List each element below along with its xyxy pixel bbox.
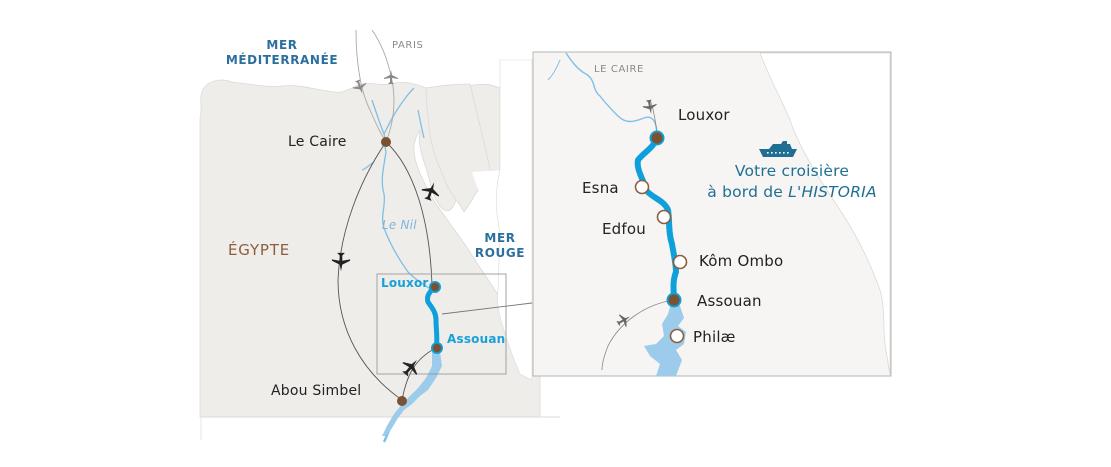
stop-label-philae: Philæ — [693, 328, 736, 346]
city-label-abu-simbel: Abou Simbel — [271, 383, 362, 399]
stop-label-esna: Esna — [582, 179, 619, 197]
city-label-luxor-main: Louxor — [381, 276, 429, 290]
airplane-icon — [352, 79, 367, 94]
cruise-caption: Votre croisière à bord de L'HISTORIA — [692, 161, 892, 203]
inset-cairo-label: LE CAIRE — [594, 64, 644, 75]
stop-label-luxor: Louxor — [678, 106, 730, 124]
inset-locator-box — [376, 273, 507, 375]
airplane-icon — [331, 252, 351, 272]
inset-connector-line — [441, 302, 533, 315]
stop-label-kom-ombo: Kôm Ombo — [699, 252, 784, 270]
stop-label-edfou: Edfou — [602, 220, 646, 238]
airplane-icon — [421, 182, 440, 201]
mediterranean-sea-label-line1: MER — [266, 38, 298, 52]
red-sea-label: MER ROUGE — [472, 231, 528, 261]
red-sea-label-line2: ROUGE — [474, 246, 526, 260]
ship-name: L'HISTORIA — [788, 183, 877, 201]
paris-label: PARIS — [392, 40, 424, 51]
city-label-cairo: Le Caire — [288, 134, 347, 150]
country-label-egypt: ÉGYPTE — [228, 241, 291, 259]
red-sea-label-line1: MER — [484, 231, 516, 245]
stop-label-aswan: Assouan — [697, 292, 762, 310]
river-label-nile: Le Nil — [382, 218, 417, 232]
inset-map — [532, 51, 892, 377]
cruise-caption-line1: Votre croisière — [734, 162, 850, 180]
mediterranean-sea-label-line2: MÉDITERRANÉE — [225, 53, 339, 67]
lake-nasser — [382, 352, 442, 436]
city-label-aswan-main: Assouan — [447, 332, 506, 346]
airplane-icon — [642, 99, 657, 114]
main-land — [199, 59, 560, 440]
airplane-icon — [402, 360, 418, 377]
cruise-caption-line2: à bord de L'HISTORIA — [692, 182, 892, 203]
airplane-icon — [616, 314, 631, 328]
flight-paths — [337, 29, 437, 401]
cruise-route-inset — [634, 134, 679, 303]
airplane-icon — [384, 70, 398, 84]
mediterranean-sea-label: MER MÉDITERRANÉE — [222, 38, 342, 68]
cruise-route-main — [425, 284, 440, 351]
cruise-ship-icon — [759, 141, 797, 157]
main-city-dots — [381, 137, 443, 406]
cruise-caption-prefix: à bord de — [707, 183, 789, 201]
